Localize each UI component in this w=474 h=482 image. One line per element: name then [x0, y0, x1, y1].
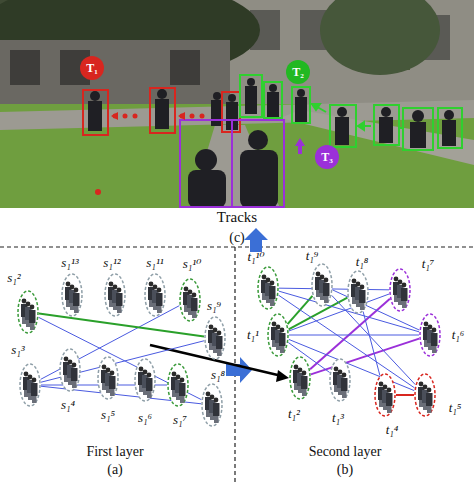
tracklet-node: s₁⁹: [204, 316, 226, 360]
caption-label: (b): [337, 462, 353, 477]
track-patch: [134, 358, 156, 402]
tracklet-node: s₁³: [19, 363, 41, 407]
tracklet-label: t₁⁶: [452, 328, 465, 342]
affinity-edge: [39, 314, 204, 337]
track-patch: [59, 348, 81, 392]
tracklet-label: s₁⁵: [101, 408, 115, 422]
track-patch: [267, 313, 289, 357]
caption-label: Second layer: [309, 444, 382, 459]
affinity-edge: [279, 288, 389, 290]
tracklet-node: s₁¹⁰: [179, 278, 201, 322]
tracklet-label: s₁⁹: [207, 299, 221, 313]
caption-label: (c): [229, 230, 245, 245]
tracklet-label: s₁⁷: [173, 413, 187, 427]
tracklet-node: t₁³: [329, 358, 351, 402]
track-patch: [414, 373, 436, 417]
affinity-edge: [396, 394, 414, 396]
caption-label: (a): [107, 462, 123, 477]
tracklet-label: t₁⁹: [306, 249, 319, 263]
tracklet-label: s₁¹²: [103, 256, 120, 270]
track-patch: [104, 273, 126, 317]
tracklet-node: s₁¹¹: [144, 273, 166, 317]
tracklet-label: s₁²: [7, 271, 20, 285]
track-patch: [201, 383, 223, 427]
track-patch: [374, 373, 396, 417]
tracklet-node: s₁¹³: [61, 273, 83, 317]
tracklet-label: t₁⁸: [356, 255, 369, 269]
track-patch: [347, 270, 369, 314]
track-patch: [97, 356, 119, 400]
tracklet-node: s₁⁶: [134, 358, 156, 402]
track-badge: T₂: [286, 60, 310, 84]
track-patch: [204, 316, 226, 360]
tracklet-label: s₁⁸: [211, 368, 225, 382]
track-patch: [419, 313, 441, 357]
tracklet-label: t₁¹: [247, 328, 259, 342]
track-patch: [167, 363, 189, 407]
track-patch: [17, 290, 39, 334]
tracklet-label: s₁¹³: [61, 256, 78, 270]
track-id: T₂: [292, 66, 304, 78]
track-patch: [389, 268, 411, 312]
tracklet-node: t₁⁶: [419, 313, 441, 357]
tracklet-label: s₁⁴: [61, 398, 75, 412]
tracklet-label: t₁³: [332, 411, 344, 425]
tracklet-label: s₁¹¹: [146, 256, 163, 270]
affinity-edge: [289, 335, 419, 336]
track-patch: [329, 358, 351, 402]
affinity-edge: [39, 317, 202, 399]
track-patch: [257, 266, 279, 310]
affinity-edge: [310, 299, 390, 369]
track-id: T₁: [86, 62, 98, 74]
tracklet-node: s₁⁸: [201, 383, 223, 427]
tracklet-node: t₁¹⁰: [257, 266, 279, 310]
track-patch: [311, 263, 333, 307]
tracklet-node: s₁⁴: [59, 348, 81, 392]
tracklet-node: t₁⁹: [311, 263, 333, 307]
track-id: T₃: [321, 151, 333, 163]
tracklet-label: t₁¹⁰: [247, 250, 264, 264]
track-patch: [61, 273, 83, 317]
tracklet-label: s₁¹⁰: [183, 257, 202, 271]
tracklet-node: s₁¹²: [104, 273, 126, 317]
affinity-edge: [311, 339, 419, 375]
track-badge: T₁: [80, 56, 104, 80]
tracklet-node: t₁⁵: [414, 373, 436, 417]
caption-label: Tracks: [217, 209, 257, 226]
tracklet-label: t₁²: [288, 407, 300, 421]
tracklet-label: t₁⁷: [422, 257, 435, 271]
tracklet-node: t₁⁸: [347, 270, 369, 314]
track-patch: [19, 363, 41, 407]
tracklet-node: s₁⁵: [97, 356, 119, 400]
tracklet-node: t₁⁷: [389, 268, 411, 312]
tracklet-label: s₁³: [11, 343, 24, 357]
tracklet-label: s₁⁶: [138, 411, 152, 425]
track-patch: [144, 273, 166, 317]
tracklet-node: t₁¹: [267, 313, 289, 357]
affinity-edge: [288, 343, 329, 373]
affinity-edge: [363, 311, 380, 375]
caption-label: First layer: [86, 444, 143, 459]
tracklet-label: t₁⁴: [386, 423, 399, 437]
track-patch: [179, 278, 201, 322]
track-patch: [289, 356, 311, 400]
tracklet-node: s₁²: [17, 290, 39, 334]
tracklet-node: s₁⁷: [167, 363, 189, 407]
tracklet-label: t₁⁵: [449, 401, 462, 415]
tracklet-node: t₁⁴: [374, 373, 396, 417]
tracklet-node: t₁²: [289, 356, 311, 400]
track-badge: T₃: [315, 145, 339, 169]
